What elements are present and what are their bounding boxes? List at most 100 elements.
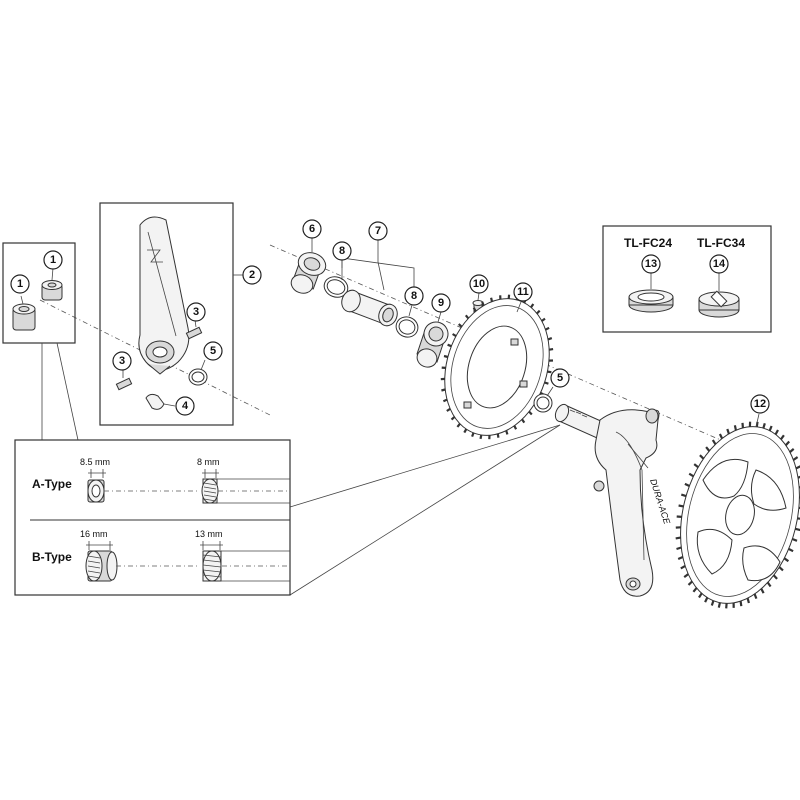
chainring-tooth [456,423,461,428]
chainring-tooth [766,581,772,588]
chainring-tooth [692,587,698,593]
chainring-tooth [680,564,686,570]
chainring-tooth [676,546,682,551]
b-type-bolt [85,550,198,582]
svg-text:3: 3 [193,306,199,318]
svg-text:12: 12 [754,398,766,410]
type-inset: A-Type B-Type 8.5 mm 8 mm 16 mm 13 mm [14,342,561,596]
chainring-tooth [699,454,705,460]
b-type-dim-2: 13 mm [195,529,223,539]
safety-plate [145,393,176,410]
chainring-tooth [446,407,451,412]
callout-6: 6 [302,219,322,239]
chainring-tooth [683,573,689,578]
svg-text:5: 5 [210,345,216,357]
tool-tl-fc24 [628,272,674,313]
chainring-tooth [717,602,721,608]
chainring-tooth [698,592,703,599]
callout-7: 7 [368,221,388,241]
svg-text:5: 5 [557,372,563,384]
chainring-tooth [463,428,468,434]
snap-ring-left [188,359,208,386]
a-type-bolt [87,479,200,503]
chainring-tooth [733,425,737,431]
chainring-tooth [797,517,800,520]
crank-bolt-box [2,242,76,344]
callout-8-b: 8 [404,286,424,306]
chainring-tooth [760,588,765,594]
tool-label-tl-fc34: TL-FC34 [697,236,745,250]
chainring-tooth [457,323,463,328]
chainring-tooth [443,354,449,359]
chainring-tooth [704,597,709,603]
svg-text:7: 7 [375,225,381,237]
left-crank-box [99,202,243,426]
chainring-tooth [479,434,483,440]
callout-1-a: 1 [10,274,30,294]
chainring-tooth [789,448,795,453]
outer-chainring-teeth [675,421,800,609]
bottom-bracket [290,238,449,368]
chainring-tooth [718,433,724,439]
bb-inner-sleeve [341,289,398,327]
outer-chainring [675,413,800,609]
chainring-tooth [772,574,778,580]
chainring-tooth [710,600,715,606]
chainring-tooth [795,465,800,470]
bb-spacer-left [323,276,349,298]
svg-text:3: 3 [119,355,125,367]
chainring-tooth [441,388,446,392]
bb-right-cup [416,321,449,368]
chainring-tooth [471,432,475,437]
snap-ring-right [533,386,554,413]
a-type-dim-1: 8.5 mm [80,457,110,467]
svg-text:11: 11 [517,286,529,298]
chainring-tooth [496,433,500,438]
callout-10: 10 [469,274,489,294]
svg-text:4: 4 [182,400,189,412]
chainring-tooth [705,446,711,452]
svg-text:13: 13 [645,258,657,270]
chainring-tooth [675,536,681,540]
chainring-tooth [528,410,533,416]
chainring-tooth [788,547,794,553]
chainring-tooth [778,566,784,572]
chainring-tooth [688,472,695,478]
callout-9: 9 [431,293,451,313]
chainring-tooth [472,307,477,312]
a-type-label: A-Type [32,477,72,491]
chainring-tooth [753,593,758,600]
right-crank-logo: DURA-ACE [648,478,672,527]
chainring-tooth [464,314,470,320]
inner-chainring [440,294,554,440]
crank-bolt-long [12,303,36,331]
crank-bolt-short [41,280,63,301]
chainring-tooth [536,309,541,315]
chainring-tooth [447,343,452,348]
callout-14: 14 [709,254,729,274]
chainring-tooth [541,317,546,322]
chainring-tooth [693,463,699,469]
chainring-tooth [547,370,552,374]
tool-tl-fc34 [698,272,740,318]
callout-13: 13 [641,254,661,274]
chainring-tooth [791,537,798,542]
tool-label-tl-fc24: TL-FC24 [624,236,672,250]
chainring-tooth [530,303,535,309]
chainring-tooth [450,416,456,421]
chainring-tooth [442,398,448,403]
chainring-tooth [795,527,800,532]
svg-text:1: 1 [17,278,23,290]
chainring-tooth [678,504,684,508]
svg-text:14: 14 [713,258,726,270]
svg-text:9: 9 [438,297,444,309]
a-type-thread [201,478,290,504]
chainring-tooth [481,301,485,307]
chainring-tooth [774,429,779,435]
chainring-tooth [711,439,717,445]
chainring-tooth [680,493,687,498]
chainring-tooth [792,456,799,461]
callout-1-b: 1 [43,250,63,270]
callout-8-a: 8 [332,241,352,261]
